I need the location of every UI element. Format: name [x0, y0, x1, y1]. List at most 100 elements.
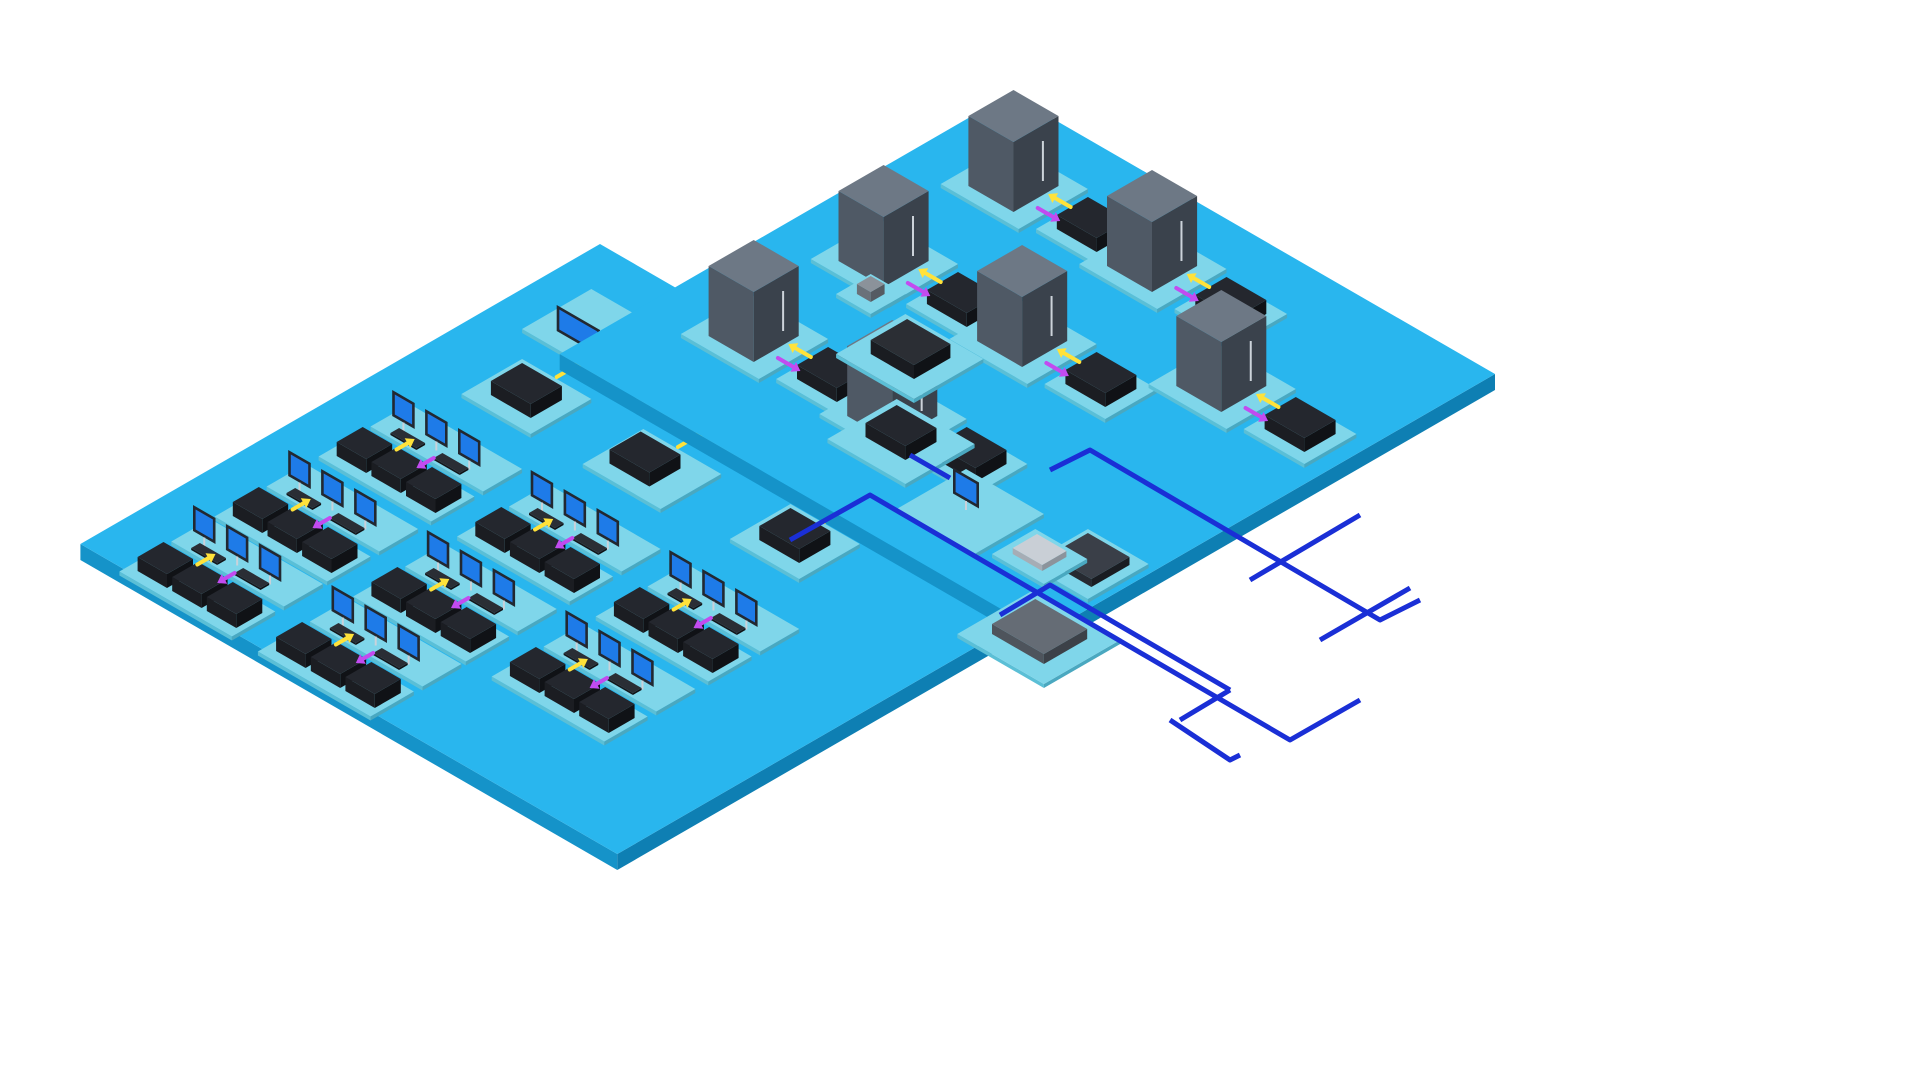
video-arrow-head: [788, 343, 799, 353]
video-arrow: [429, 580, 447, 592]
usb-arrow-head: [451, 599, 461, 609]
video-arrow: [1189, 275, 1212, 289]
monitor: [492, 568, 516, 610]
keyboard: [329, 513, 365, 535]
kvm-extender-box: [544, 547, 600, 593]
usb-arrow-head: [1258, 412, 1269, 422]
video-arrow-head: [918, 268, 929, 278]
monitor: [563, 489, 587, 531]
usb-arrow-head: [589, 679, 600, 689]
keyboard: [433, 453, 469, 475]
monitor: [669, 550, 692, 592]
usb-arrow-head: [1188, 292, 1199, 302]
keyboard: [572, 533, 607, 555]
kvm-extender-box: [865, 405, 937, 460]
kvm-extender-box: [206, 582, 263, 628]
usb-arrow-head: [217, 574, 228, 584]
video-arrow-head: [681, 598, 692, 608]
video-arrow: [290, 500, 308, 512]
usb-arrow-head: [416, 459, 427, 469]
server-floor: [559, 90, 1495, 650]
usb-arrow-head: [312, 519, 323, 529]
monitor: [530, 470, 554, 512]
video-arrow-head: [404, 438, 415, 448]
monitor: [565, 610, 588, 652]
monitor: [321, 469, 344, 511]
control-server: [870, 319, 951, 379]
link-right-mid: [1248, 512, 1362, 583]
usb-arrow: [905, 281, 928, 295]
link-left-mid: [998, 582, 1232, 693]
keyboard: [234, 568, 270, 590]
keyboard: [468, 593, 503, 615]
video-arrow-head: [543, 518, 554, 528]
usb-arrow-head: [790, 362, 801, 372]
monitor: [288, 450, 311, 492]
video-arrow-head: [439, 578, 450, 588]
usb-arrow: [592, 676, 609, 687]
monitor: [225, 524, 249, 566]
usb-arrow: [454, 596, 471, 607]
video-arrow: [791, 345, 813, 359]
usb-arrow: [558, 536, 575, 547]
monitor: [397, 623, 420, 665]
usb-arrow: [1035, 206, 1058, 220]
kvm-extender-box: [490, 363, 562, 418]
usb-arrow: [696, 616, 713, 627]
monitor: [425, 409, 448, 451]
monitor: [702, 569, 725, 611]
video-arrow: [921, 270, 943, 284]
keyboard: [606, 673, 642, 695]
video-arrow-head: [205, 553, 216, 563]
monitor: [193, 505, 216, 547]
monitor: [598, 629, 621, 671]
usb-arrow: [419, 456, 436, 467]
usb-arrow: [1174, 286, 1196, 300]
monitor: [364, 604, 387, 646]
video-arrow-head: [1186, 273, 1197, 283]
monitor: [596, 508, 620, 550]
server-tower: [1176, 290, 1267, 412]
usb-arrow: [315, 516, 332, 527]
video-arrow: [1051, 195, 1073, 209]
server-tower: [977, 245, 1068, 367]
link-converter: [908, 452, 952, 481]
monitor: [258, 543, 282, 585]
usb-arrow: [220, 571, 237, 582]
monitor: [331, 585, 355, 627]
usb-arrow: [1044, 361, 1066, 375]
kvm-extender-box: [302, 527, 358, 573]
link-right-lower: [1318, 585, 1412, 643]
video-arrow: [567, 660, 585, 672]
core-switch-zone: [827, 274, 1122, 688]
monitor: [426, 530, 450, 572]
kvm-extender-box: [440, 607, 497, 653]
link-left-lower: [1168, 717, 1242, 763]
video-arrow-head: [577, 658, 588, 668]
server-tower: [1107, 170, 1198, 292]
link-right-upper: [1048, 447, 1422, 623]
kvm-extender-box: [759, 508, 831, 563]
keyboard: [710, 613, 746, 635]
media-converter: [856, 276, 885, 302]
access-point: [1012, 534, 1067, 571]
kvm-extender-box: [406, 467, 462, 513]
video-arrow: [671, 600, 689, 612]
usb-arrow: [358, 651, 376, 662]
video-arrow: [533, 520, 551, 532]
network-switch: [992, 599, 1088, 664]
usb-arrow-head: [920, 287, 931, 297]
kvm-extender-box: [579, 687, 635, 733]
video-arrow-head: [344, 633, 355, 643]
usb-arrow-head: [1050, 212, 1061, 222]
video-arrow: [394, 440, 412, 452]
keyboard: [373, 648, 408, 670]
video-arrow: [195, 555, 213, 567]
video-arrow: [333, 635, 351, 647]
monitor: [459, 549, 483, 591]
monitor: [735, 588, 758, 630]
video-arrow: [1059, 350, 1082, 364]
usb-arrow: [775, 356, 798, 370]
